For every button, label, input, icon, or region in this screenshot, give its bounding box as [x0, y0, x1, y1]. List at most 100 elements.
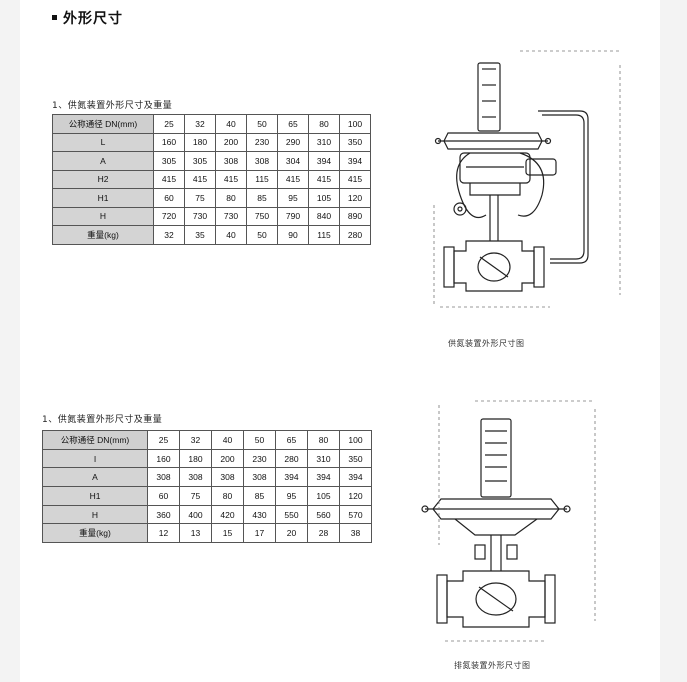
table-cell: 50: [246, 225, 278, 245]
table-cell: 180: [184, 132, 216, 152]
table-cell: 90: [277, 225, 309, 245]
table-cell: 890: [339, 206, 371, 226]
table-cell: 80: [211, 486, 244, 506]
table-cell: 394: [339, 151, 371, 171]
table-cell: 160: [153, 132, 185, 152]
table-cell: 308: [147, 467, 180, 488]
table-cell: 35: [184, 225, 216, 245]
table-cell: 360: [147, 504, 180, 525]
table-cell: 415: [339, 169, 371, 189]
table2-caption: 1、供氮装置外形尺寸及重量: [42, 415, 163, 425]
table-cell: 200: [211, 448, 244, 469]
table-cell: 115: [308, 225, 340, 245]
row-label: H2: [52, 169, 154, 189]
dn-header-cell: 65: [275, 430, 308, 450]
table-cell: 290: [277, 132, 309, 152]
exhaust-device-drawing: [421, 400, 596, 642]
table-cell: 85: [243, 486, 276, 506]
figure2-caption: 排氮装置外形尺寸图: [454, 661, 531, 670]
table-cell: 420: [211, 504, 244, 525]
table-cell: 180: [179, 448, 212, 469]
row-label: A: [42, 467, 148, 488]
table-cell: 415: [184, 169, 216, 189]
table-cell: 394: [339, 467, 372, 488]
table-cell: 95: [277, 188, 309, 208]
table-cell: 415: [308, 169, 340, 189]
row-label: A: [52, 151, 154, 171]
dn-header-cell: 80: [307, 430, 340, 450]
table-cell: 308: [215, 151, 247, 171]
table-cell: 308: [246, 151, 278, 171]
table-cell: 230: [246, 132, 278, 152]
dn-header-cell: 40: [211, 430, 244, 450]
dn-header-cell: 50: [243, 430, 276, 450]
figure1-caption: 供氮装置外形尺寸图: [448, 339, 525, 348]
table1-caption: 1、供氮装置外形尺寸及重量: [52, 101, 173, 111]
table-cell: 305: [153, 151, 185, 171]
table-cell: 28: [307, 523, 340, 544]
table-cell: 15: [211, 523, 244, 544]
row-label: H: [52, 206, 154, 226]
table-cell: 415: [153, 169, 185, 189]
table-cell: 95: [275, 486, 308, 506]
table-cell: 730: [184, 206, 216, 226]
dn-header-cell: 40: [215, 114, 247, 134]
heading-text: 外形尺寸: [63, 11, 123, 27]
table-cell: 310: [308, 132, 340, 152]
table-cell: 75: [184, 188, 216, 208]
dn-header-cell: 100: [339, 430, 372, 450]
row-label: H: [42, 504, 148, 525]
table-cell: 400: [179, 504, 212, 525]
table-cell: 570: [339, 504, 372, 525]
table-cell: 38: [339, 523, 372, 544]
table-cell: 32: [153, 225, 185, 245]
table-cell: 415: [277, 169, 309, 189]
table-cell: 394: [307, 467, 340, 488]
table-cell: 80: [215, 188, 247, 208]
table-cell: 20: [275, 523, 308, 544]
table-cell: 310: [307, 448, 340, 469]
table-cell: 394: [308, 151, 340, 171]
row-label: H1: [52, 188, 154, 208]
table-cell: 550: [275, 504, 308, 525]
table-cell: 304: [277, 151, 309, 171]
row-label: 重量(kg): [52, 225, 154, 245]
table-cell: 105: [308, 188, 340, 208]
row-label: I: [42, 448, 148, 469]
table-cell: 120: [339, 188, 371, 208]
row-label: L: [52, 132, 154, 152]
table-cell: 280: [339, 225, 371, 245]
table-cell: 280: [275, 448, 308, 469]
table-cell: 308: [179, 467, 212, 488]
dn-header-cell: 25: [147, 430, 180, 450]
supply-device-drawing: [433, 50, 621, 308]
table-cell: 430: [243, 504, 276, 525]
row-label: H1: [42, 486, 148, 506]
dn-header-cell: 25: [153, 114, 185, 134]
table-cell: 350: [339, 132, 371, 152]
table-cell: 720: [153, 206, 185, 226]
table-cell: 85: [246, 188, 278, 208]
table-cell: 350: [339, 448, 372, 469]
table-cell: 730: [215, 206, 247, 226]
table-cell: 75: [179, 486, 212, 506]
dn-header-cell: 80: [308, 114, 340, 134]
table-cell: 230: [243, 448, 276, 469]
table-cell: 415: [215, 169, 247, 189]
table-cell: 305: [184, 151, 216, 171]
table-cell: 60: [147, 486, 180, 506]
bullet-icon: [52, 14, 57, 20]
